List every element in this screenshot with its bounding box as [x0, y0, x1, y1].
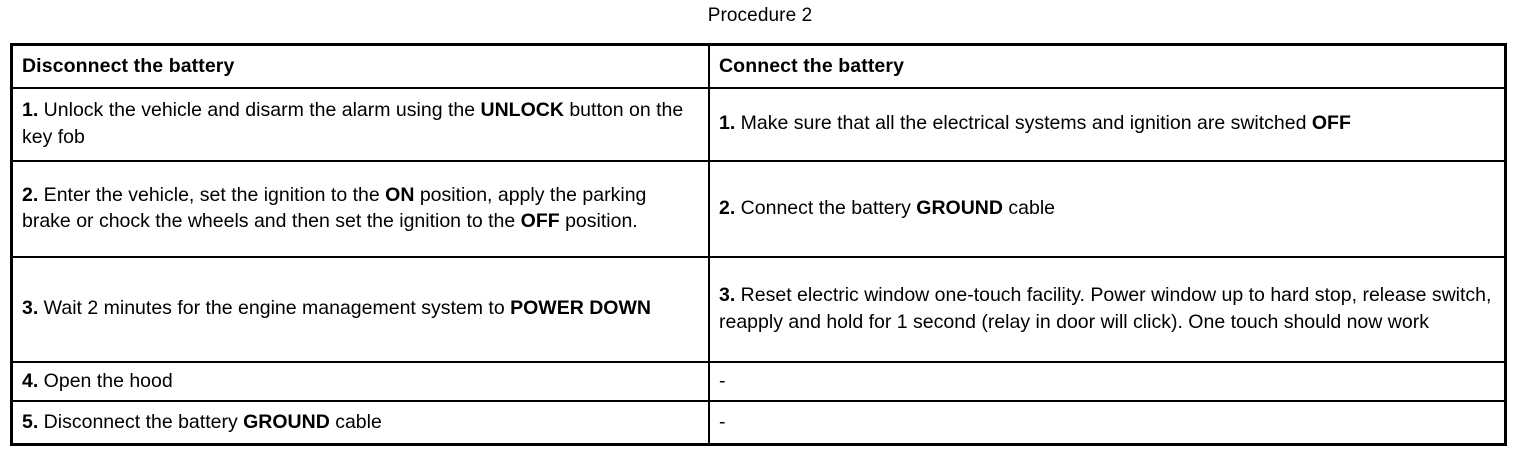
- column-header-disconnect-text: Disconnect the battery: [22, 55, 235, 77]
- table-row: 3. Wait 2 minutes for the engine managem…: [13, 255, 1504, 362]
- column-header-connect-text: Connect the battery: [719, 55, 905, 77]
- table-row: 1. Unlock the vehicle and disarm the ala…: [13, 86, 1504, 161]
- connect-step-2-cell: 2. Connect the battery GROUND cable: [709, 159, 1504, 257]
- column-header-connect: Connect the battery: [709, 46, 1504, 88]
- procedure-table-body: Disconnect the battery Connect the batte…: [13, 46, 1504, 443]
- disconnect-step-2-text: 2. Enter the vehicle, set the ignition t…: [22, 183, 647, 233]
- table-row: 4. Open the hood -: [13, 360, 1504, 401]
- disconnect-step-1-cell: 1. Unlock the vehicle and disarm the ala…: [13, 86, 710, 161]
- procedure-table: Disconnect the battery Connect the batte…: [13, 46, 1504, 443]
- table-row: 5. Disconnect the battery GROUND cable -: [13, 400, 1504, 443]
- disconnect-step-1-text: 1. Unlock the vehicle and disarm the ala…: [22, 99, 684, 148]
- table-header-row: Disconnect the battery Connect the batte…: [13, 46, 1504, 88]
- connect-step-2-text: 2. Connect the battery GROUND cable: [719, 196, 1056, 219]
- connect-step-4-cell: -: [709, 360, 1504, 401]
- connect-step-3-cell: 3. Reset electric window one-touch facil…: [709, 255, 1504, 362]
- connect-step-5-placeholder: -: [719, 410, 726, 433]
- disconnect-step-2-cell: 2. Enter the vehicle, set the ignition t…: [13, 159, 710, 257]
- table-row: 2. Enter the vehicle, set the ignition t…: [13, 159, 1504, 257]
- connect-step-3-text: 3. Reset electric window one-touch facil…: [719, 284, 1492, 333]
- disconnect-step-4-text: 4. Open the hood: [22, 369, 173, 392]
- disconnect-step-5-cell: 5. Disconnect the battery GROUND cable: [13, 400, 710, 443]
- procedure-table-container: Disconnect the battery Connect the batte…: [10, 43, 1507, 446]
- column-header-disconnect: Disconnect the battery: [13, 46, 710, 88]
- connect-step-1-text: 1. Make sure that all the electrical sys…: [719, 112, 1351, 135]
- connect-step-4-placeholder: -: [719, 369, 726, 392]
- connect-step-1-cell: 1. Make sure that all the electrical sys…: [709, 86, 1504, 161]
- disconnect-step-5-text: 5. Disconnect the battery GROUND cable: [22, 410, 382, 433]
- connect-step-5-cell: -: [709, 400, 1504, 443]
- page-title: Procedure 2: [707, 5, 813, 26]
- disconnect-step-4-cell: 4. Open the hood: [13, 360, 710, 401]
- disconnect-step-3-cell: 3. Wait 2 minutes for the engine managem…: [13, 255, 710, 362]
- disconnect-step-3-text: 3. Wait 2 minutes for the engine managem…: [22, 297, 651, 320]
